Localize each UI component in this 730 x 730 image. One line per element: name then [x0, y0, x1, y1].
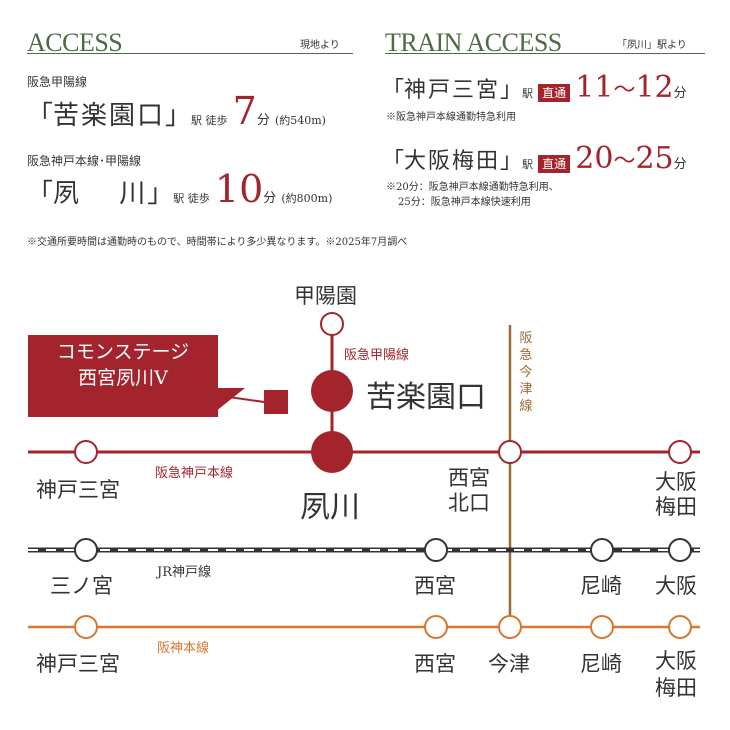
station-osaka-umeda-hankyu: [668, 440, 692, 464]
station-kobe-sannomiya-hanshin: [74, 615, 98, 639]
imazu-char: 今: [519, 365, 533, 380]
label-koyoen: 甲陽園: [294, 284, 357, 308]
label-amagasaki-jr: 尼崎: [580, 574, 622, 598]
train-access-rule: [385, 53, 705, 54]
walk-suffix: 駅 徒歩: [191, 114, 228, 127]
label-hanshin-line: 阪神本線: [157, 641, 210, 656]
property-name-line1: コモンステージ: [56, 341, 190, 363]
label-imazu-line: 阪 急 今 津 線: [518, 330, 534, 415]
label-nishinomiya-hanshin: 西宮: [414, 652, 456, 676]
label-line2: 梅田: [655, 495, 697, 519]
label-osaka-umeda-hanshin: 大阪 梅田: [655, 648, 697, 702]
station-nishinomiya-jr: [424, 538, 448, 562]
walk-suffix: 駅 徒歩: [173, 192, 210, 205]
access-rule: [27, 53, 353, 54]
direct-badge: 直通: [538, 84, 571, 102]
station-amagasaki-jr: [590, 538, 614, 562]
station-name: 苦楽園口: [53, 101, 166, 131]
station-nishinomiya-kitaguchi: [498, 440, 522, 464]
train-access-title: TRAIN ACCESS: [385, 28, 562, 57]
bracket-close: 」: [165, 101, 192, 131]
station-name: 夙 川: [53, 179, 148, 209]
train-note: 25分：阪急神戸本線快速利用: [398, 197, 531, 208]
label-kurakuenguchi: 苦楽園口: [366, 380, 486, 415]
minutes-unit: 分: [256, 113, 270, 128]
label-imazu: 今津: [488, 652, 530, 676]
imazu-char: 津: [519, 382, 533, 397]
label-nishinomiya-kitaguchi: 西宮 北口: [448, 466, 490, 516]
walk-minutes: 7: [232, 89, 257, 133]
label-sannomiya-jr: 三ノ宮: [50, 574, 113, 598]
station-amagasaki-hanshin: [590, 615, 614, 639]
access-line-label: 阪急神戸本線･甲陽線: [27, 154, 142, 168]
label-kobe-main-line: 阪急神戸本線: [155, 466, 234, 481]
label-line1: 大阪: [655, 649, 697, 673]
station-sannomiya-jr: [74, 538, 98, 562]
property-box: コモンステージ 西宮夙川Ⅴ: [28, 335, 218, 417]
train-route-sannomiya: 「神戸三宮」駅 直通 11～12分: [382, 72, 687, 104]
time-to: 25: [635, 141, 674, 176]
label-kobe-sannomiya-hanshin: 神戸三宮: [36, 652, 120, 676]
station-imazu: [498, 615, 522, 639]
station-nishinomiya-hanshin: [424, 615, 448, 639]
walk-minutes: 10: [214, 167, 264, 211]
station-koyoen: [320, 312, 344, 336]
bracket-close: 」: [500, 78, 523, 103]
train-note: ※阪急神戸本線通勤特急利用: [386, 112, 516, 123]
bracket-open: 「: [27, 179, 54, 209]
station-osaka-umeda-hanshin: [668, 615, 692, 639]
label-osaka-umeda-hankyu: 大阪 梅田: [655, 470, 697, 520]
walk-distance: (約800m): [281, 192, 333, 205]
property-marker: [264, 390, 288, 414]
station-kurakuenguchi: [311, 370, 353, 412]
imazu-char: 阪: [519, 331, 533, 346]
bracket-open: 「: [382, 78, 405, 103]
label-kobe-sannomiya-hankyu: 神戸三宮: [36, 478, 120, 502]
station-osaka-jr: [668, 538, 692, 562]
station-name: 神戸三宮: [404, 78, 501, 103]
train-route-umeda: 「大阪梅田」駅 直通 20～25分: [382, 143, 687, 175]
access-title: ACCESS: [27, 28, 123, 57]
time-tilde: ～: [613, 78, 636, 103]
bracket-open: 「: [27, 101, 54, 131]
access-route-shukugawa: 「夙 川」駅 徒歩 10分 (約800m): [27, 170, 332, 210]
train-access-note: 「夙川」駅より: [617, 40, 687, 51]
station-shukugawa: [311, 431, 353, 473]
direct-badge: 直通: [538, 155, 571, 173]
train-note: ※20分：阪急神戸本線通勤特急利用、: [386, 182, 559, 193]
imazu-char: 急: [519, 348, 533, 363]
bracket-close: 」: [147, 179, 174, 209]
station-kobe-sannomiya-hankyu: [74, 440, 98, 464]
access-note: 現地より: [300, 40, 340, 51]
time-from: 20: [575, 141, 614, 176]
label-line1: 大阪: [655, 470, 697, 494]
bracket-close: 」: [500, 149, 523, 174]
access-line-label: 阪急甲陽線: [27, 75, 88, 89]
time-tilde: ～: [613, 149, 636, 174]
label-osaka-jr: 大阪: [655, 574, 697, 598]
minutes-unit: 分: [673, 86, 687, 101]
label-jr-kobe-line: JR神戸線: [157, 565, 211, 580]
time-from: 11: [575, 70, 614, 105]
imazu-char: 線: [519, 399, 533, 414]
label-amagasaki-hanshin: 尼崎: [580, 652, 622, 676]
label-shukugawa: 夙川: [300, 490, 360, 525]
footnote: ※交通所要時間は通勤時のもので、時間帯により多少異なります。※2025年7月調べ: [27, 237, 408, 248]
access-route-kurakuenguchi: 「苦楽園口」駅 徒歩 7分 (約540m): [27, 92, 326, 132]
label-nishinomiya-jr: 西宮: [414, 574, 456, 598]
station-name: 大阪梅田: [404, 149, 501, 174]
minutes-unit: 分: [673, 157, 687, 172]
minutes-unit: 分: [263, 191, 277, 206]
label-koyo-line: 阪急甲陽線: [344, 348, 410, 363]
label-line1: 西宮: [448, 466, 490, 490]
station-suffix: 駅: [522, 87, 534, 100]
label-line2: 北口: [448, 491, 490, 515]
walk-distance: (約540m): [274, 114, 326, 127]
station-suffix: 駅: [522, 158, 534, 171]
property-name-line2: 西宮夙川Ⅴ: [78, 367, 168, 389]
time-to: 12: [635, 70, 674, 105]
bracket-open: 「: [382, 149, 405, 174]
label-line2: 梅田: [655, 676, 697, 700]
